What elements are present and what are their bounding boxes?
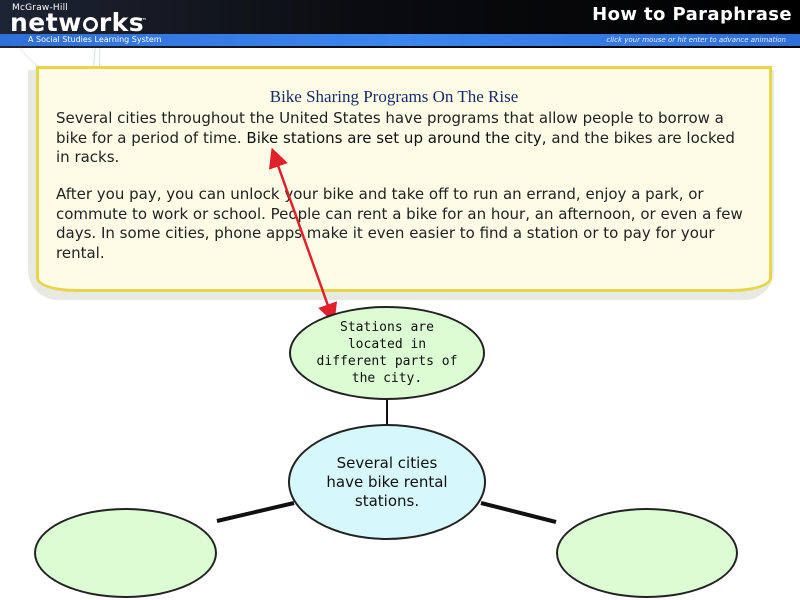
- page-title: How to Paraphrase: [592, 4, 792, 25]
- tagline: A Social Studies Learning System: [28, 35, 162, 44]
- logo-ring-icon: [82, 17, 98, 32]
- publisher-name: McGraw-Hill: [12, 3, 68, 13]
- oval-empty-right: [556, 508, 738, 598]
- oval-empty-left: [34, 508, 217, 598]
- paragraph-1-start: Several cities throughout the United Sta…: [56, 109, 724, 147]
- article-title: Bike Sharing Programs On The Rise: [269, 87, 519, 106]
- trademark-mark: ™: [140, 17, 147, 25]
- note-card: [36, 66, 772, 292]
- article-paragraph-1: Several cities throughout the United Sta…: [56, 109, 746, 168]
- header-subbar: [0, 34, 800, 46]
- connector-center-to-left: [216, 501, 295, 523]
- paragraph-1-end: and the bikes are locked in racks.: [56, 128, 735, 167]
- article-paragraph-2: After you pay, you can unlock your bike …: [56, 185, 743, 262]
- oval-main-idea: Several cities have bike rental stations…: [288, 424, 486, 540]
- oval-supporting-detail: Stations are located in different parts …: [289, 306, 485, 400]
- highlighted-sentence: Bike stations are set up around the city…: [246, 128, 547, 147]
- logo-text-end: rks: [98, 8, 145, 37]
- logo-text-start: netw: [10, 8, 82, 37]
- advance-instruction: click your mouse or hit enter to advance…: [606, 36, 786, 44]
- connector-center-to-right: [480, 501, 557, 524]
